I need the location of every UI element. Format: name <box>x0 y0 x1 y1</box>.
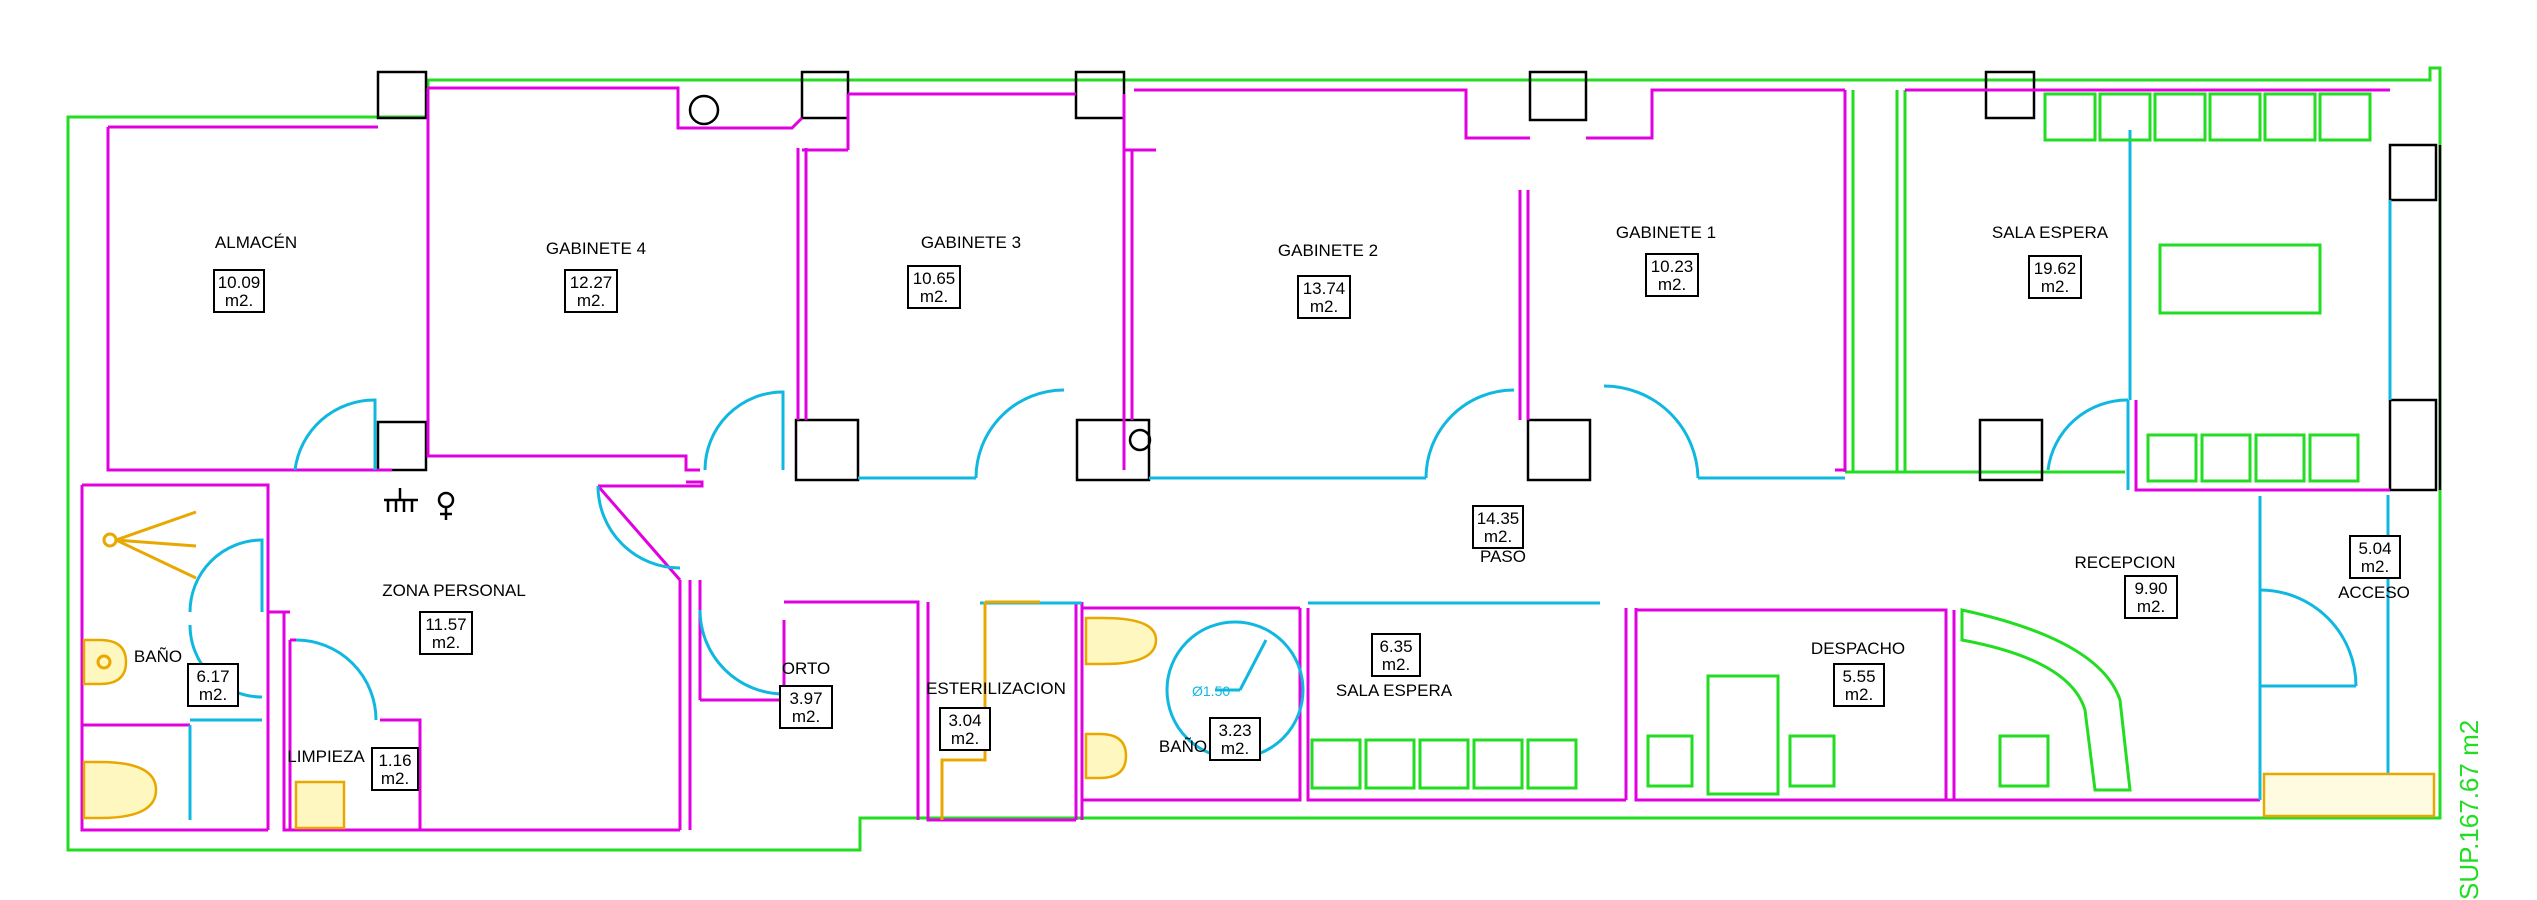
area-box <box>187 663 239 707</box>
room-name: GABINETE 4 <box>546 239 646 258</box>
area-box <box>2124 575 2178 619</box>
area-box <box>213 269 265 313</box>
area-box <box>564 269 618 313</box>
furniture <box>1310 92 2372 796</box>
room-area-unit: m2. <box>199 685 227 704</box>
room-name: ACCESO <box>2338 583 2410 602</box>
area-box <box>2349 535 2401 579</box>
room-area: 11.57 <box>425 615 466 634</box>
room-area: 3.04 <box>948 711 981 730</box>
room-area: 10.65 <box>913 269 956 288</box>
area-box <box>1645 253 1699 297</box>
total-surface: SUP.167.67 m2 <box>2454 720 2484 900</box>
room-name: GABINETE 3 <box>921 233 1021 252</box>
room-name: ALMACÉN <box>215 233 297 252</box>
area-box <box>1371 633 1421 677</box>
room-name: ORTO <box>782 659 831 678</box>
sanitary-fixtures <box>82 510 2436 830</box>
room-area: 5.55 <box>1842 667 1875 686</box>
room-area-unit: m2. <box>920 287 948 306</box>
area-box <box>907 265 961 309</box>
room-area-unit: m2. <box>2361 557 2389 576</box>
room-area-unit: m2. <box>1484 527 1512 546</box>
room-area-unit: m2. <box>1221 739 1249 758</box>
structural-columns <box>376 70 2442 492</box>
room-area: 6.35 <box>1379 637 1412 656</box>
room-area-unit: m2. <box>951 729 979 748</box>
room-area: 5.04 <box>2358 539 2391 558</box>
area-box <box>1297 275 1351 319</box>
area-box <box>1209 717 1261 761</box>
room-area: 9.90 <box>2134 579 2167 598</box>
room-area-unit: m2. <box>381 769 409 788</box>
room-area-unit: m2. <box>792 707 820 726</box>
room-area: 3.97 <box>789 689 822 708</box>
area-box <box>1472 505 1524 549</box>
doors <box>188 130 2392 820</box>
room-name: ZONA PERSONAL <box>382 581 526 600</box>
area-box <box>371 747 419 791</box>
room-area-unit: m2. <box>2137 597 2165 616</box>
room-name: GABINETE 1 <box>1616 223 1716 242</box>
room-area: 14.35 <box>1477 509 1520 528</box>
room-name: PASO <box>1480 547 1526 566</box>
room-name: DESPACHO <box>1811 639 1905 658</box>
room-name: SALA ESPERA <box>1336 681 1453 700</box>
room-area: 1.16 <box>378 751 411 770</box>
room-area: 3.23 <box>1218 721 1251 740</box>
area-box <box>779 685 833 729</box>
room-name: GABINETE 2 <box>1278 241 1378 260</box>
room-area: 10.09 <box>218 273 261 292</box>
room-name: LIMPIEZA <box>287 747 365 766</box>
area-box <box>1833 663 1885 707</box>
room-area-unit: m2. <box>2041 277 2069 296</box>
room-area-unit: m2. <box>432 633 460 652</box>
room-area-unit: m2. <box>1310 297 1338 316</box>
room-area-unit: m2. <box>1845 685 1873 704</box>
hanger-icon <box>384 488 418 512</box>
room-area-unit: m2. <box>1658 275 1686 294</box>
room-area-unit: m2. <box>1382 655 1410 674</box>
room-name: BAÑO <box>1159 737 1207 756</box>
room-area: 6.17 <box>196 667 229 686</box>
room-area: 13.74 <box>1303 279 1346 298</box>
room-area: 10.23 <box>1651 257 1694 276</box>
room-name: RECEPCION <box>2074 553 2175 572</box>
room-area: 12.27 <box>570 273 613 292</box>
room-area: 19.62 <box>2034 259 2077 278</box>
female-symbol-icon <box>437 491 455 520</box>
room-area-unit: m2. <box>225 291 253 310</box>
room-name: BAÑO <box>134 647 182 666</box>
area-box <box>2028 255 2082 299</box>
room-name: ESTERILIZACION <box>926 679 1066 698</box>
area-box <box>939 707 991 751</box>
area-box <box>419 611 473 655</box>
turning-circle-label: Ø1.50 <box>1192 683 1230 699</box>
room-name: SALA ESPERA <box>1992 223 2109 242</box>
room-area-unit: m2. <box>577 291 605 310</box>
